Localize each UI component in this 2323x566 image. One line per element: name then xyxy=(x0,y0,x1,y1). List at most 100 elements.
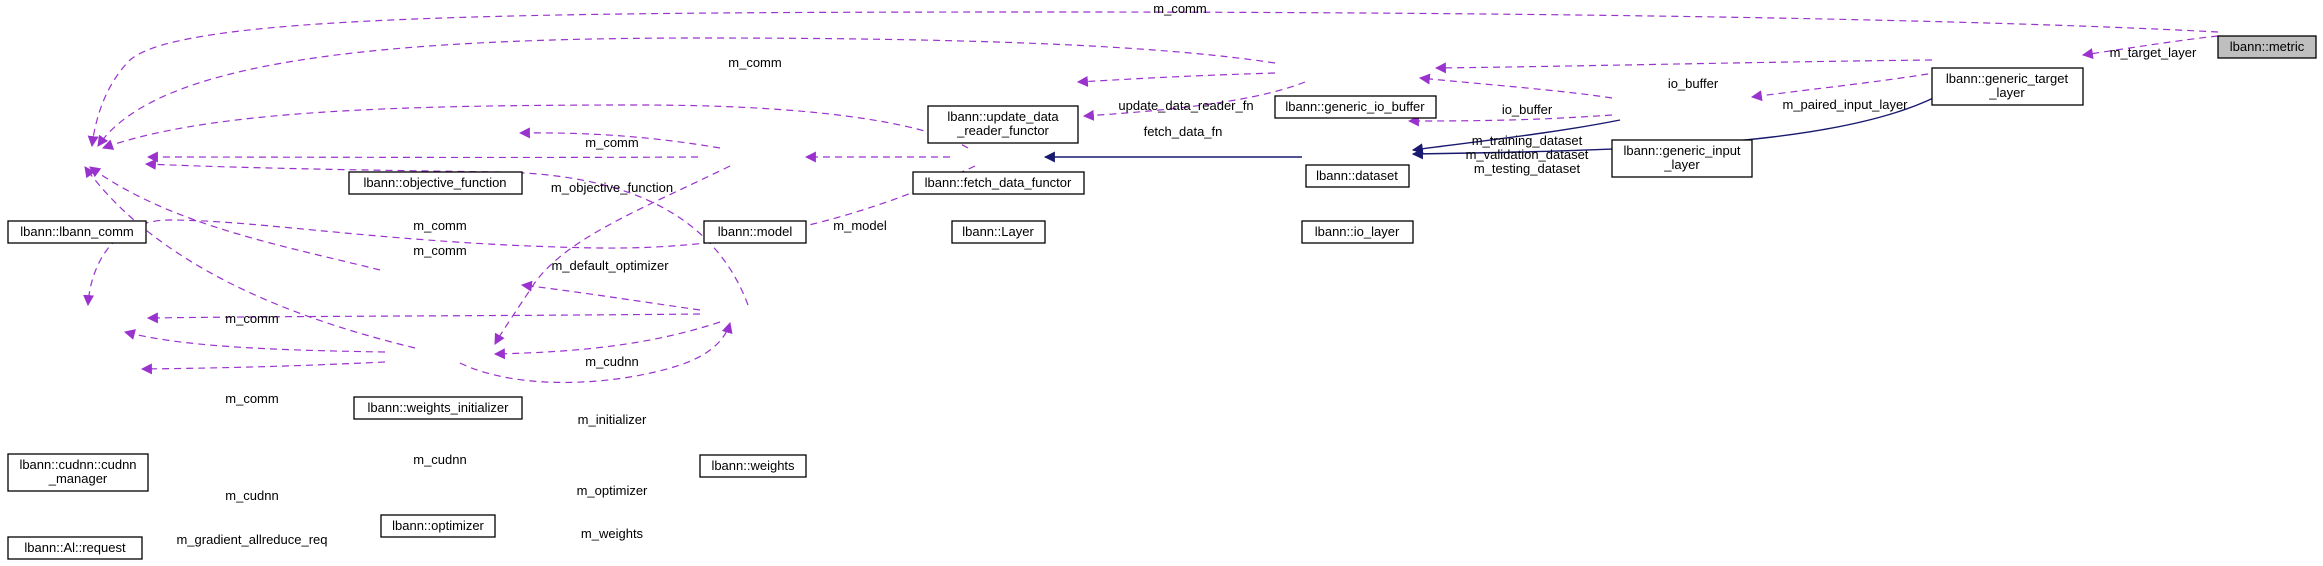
text-line: lbann::Al::request xyxy=(24,540,126,555)
node-al-request[interactable]: lbann::Al::request xyxy=(7,536,143,560)
text-line: lbann::metric xyxy=(2230,39,2305,54)
node-label: lbann::optimizer xyxy=(392,518,484,533)
text-line: lbann::weights xyxy=(711,458,795,473)
node-dataset[interactable]: lbann::dataset xyxy=(1305,164,1410,188)
text-line: lbann::dataset xyxy=(1316,168,1398,183)
node-lbann-comm[interactable]: lbann::lbann_comm xyxy=(7,220,147,244)
edge-default-optimizer xyxy=(494,165,731,345)
node-label: lbann::update_data_reader_functor xyxy=(947,109,1059,138)
text-line: m_optimizer xyxy=(577,483,648,498)
node-label: lbann::Layer xyxy=(962,224,1034,239)
edge-weights xyxy=(459,321,733,383)
node-generic-target-layer[interactable]: lbann::generic_target_layer xyxy=(1931,67,2084,106)
node-fetch-data-functor[interactable]: lbann::fetch_data_functor xyxy=(912,171,1085,195)
label-weights-comm: m_comm xyxy=(413,243,466,258)
node-update-data-reader-functor[interactable]: lbann::update_data_reader_functor xyxy=(927,105,1079,144)
node-io-layer[interactable]: lbann::io_layer xyxy=(1301,220,1414,244)
text-line: m_target_layer xyxy=(2110,45,2197,60)
text-line: m_training_dataset xyxy=(1472,133,1583,148)
node-label: lbann::dataset xyxy=(1316,168,1398,183)
node-label: lbann::objective_function xyxy=(363,175,506,190)
label-optimizer-cudnn: m_cudnn xyxy=(225,488,278,503)
edge-optimizer-comm xyxy=(84,166,416,349)
node-label: lbann::generic_input_layer xyxy=(1623,143,1740,172)
text-line: m_default_optimizer xyxy=(551,258,669,273)
edge-io-buffer-comm xyxy=(97,37,1276,147)
node-optimizer[interactable]: lbann::optimizer xyxy=(380,514,496,538)
node-metric[interactable]: lbann::metric xyxy=(2217,35,2317,59)
text-line: m_model xyxy=(833,218,887,233)
text-line: m_cudnn xyxy=(225,488,278,503)
label-default-optimizer: m_default_optimizer xyxy=(551,258,669,273)
text-line: lbann::lbann_comm xyxy=(20,224,133,239)
label-fetch-fn: fetch_data_fn xyxy=(1144,124,1223,139)
text-line: lbann::objective_function xyxy=(363,175,506,190)
node-label: lbann::weights xyxy=(711,458,795,473)
node-label: lbann::fetch_data_functor xyxy=(925,175,1072,190)
text-line: m_cudnn xyxy=(413,452,466,467)
label-model-comm: m_comm xyxy=(413,218,466,233)
node-objective-function[interactable]: lbann::objective_function xyxy=(348,171,523,195)
text-line: lbann::generic_io_buffer xyxy=(1285,99,1425,114)
node-label: lbann::Al::request xyxy=(24,540,126,555)
label-input-io-buffer: io_buffer xyxy=(1502,102,1553,117)
edge-inherit-input xyxy=(1411,119,1621,155)
node-label: lbann::generic_target_layer xyxy=(1946,71,2069,100)
edge-paired-input xyxy=(1750,71,1941,102)
edge-datasets xyxy=(1407,114,1613,127)
text-line: m_comm xyxy=(225,391,278,406)
label-allreduce: m_gradient_allreduce_req xyxy=(176,532,327,547)
edge-weights-cudnn xyxy=(146,312,701,324)
text-line: lbann::weights_initializer xyxy=(368,400,510,415)
text-line: lbann::cudnn::cudnn xyxy=(19,457,136,472)
text-line: update_data_reader_fn xyxy=(1118,98,1253,113)
label-target-io-buffer: io_buffer xyxy=(1668,76,1719,91)
node-layer[interactable]: lbann::Layer xyxy=(951,220,1046,244)
text-line: lbann::update_data xyxy=(947,109,1059,124)
node-weights-initializer[interactable]: lbann::weights_initializer xyxy=(353,396,523,420)
edges xyxy=(83,11,2219,383)
text-line: lbann::model xyxy=(718,224,793,239)
text-line: m_initializer xyxy=(578,412,647,427)
edge-optimizer xyxy=(493,321,721,360)
label-update-fn: update_data_reader_fn xyxy=(1118,98,1253,113)
text-line: m_comm xyxy=(585,135,638,150)
text-line: m_validation_dataset xyxy=(1466,147,1589,162)
text-line: m_testing_dataset xyxy=(1474,161,1581,176)
text-line: _reader_functor xyxy=(956,123,1049,138)
node-model[interactable]: lbann::model xyxy=(703,220,807,244)
node-cudnn-manager[interactable]: lbann::cudnn::cudnn_manager xyxy=(7,453,149,492)
text-line: m_gradient_allreduce_req xyxy=(176,532,327,547)
label-io-buffer-comm: m_comm xyxy=(728,55,781,70)
label-paired-input: m_paired_input_layer xyxy=(1782,97,1908,112)
label-objective: m_objective_function xyxy=(551,180,673,195)
edge-allreduce xyxy=(140,361,386,375)
label-target-layer: m_target_layer xyxy=(2110,45,2197,60)
text-line: m_objective_function xyxy=(551,180,673,195)
text-line: _manager xyxy=(48,471,108,486)
text-line: m_comm xyxy=(413,243,466,258)
node-label: lbann::io_layer xyxy=(1315,224,1400,239)
edge-target-io-buffer xyxy=(1434,59,1933,74)
text-line: fetch_data_fn xyxy=(1144,124,1223,139)
edge-layer-cudnn xyxy=(83,165,976,307)
label-metric-comm: m_comm xyxy=(1153,1,1206,16)
label-layer-cudnn: m_cudnn xyxy=(585,354,638,369)
text-line: _layer xyxy=(1988,85,2025,100)
label-layer-comm: m_comm xyxy=(585,135,638,150)
text-line: lbann::generic_input xyxy=(1623,143,1740,158)
node-label: lbann::model xyxy=(718,224,793,239)
node-label: lbann::lbann_comm xyxy=(20,224,133,239)
label-layer-model: m_model xyxy=(833,218,887,233)
text-line: io_buffer xyxy=(1668,76,1719,91)
label-initializer: m_initializer xyxy=(578,412,647,427)
text-line: _layer xyxy=(1663,157,1700,172)
node-weights[interactable]: lbann::weights xyxy=(699,454,807,478)
node-generic-input-layer[interactable]: lbann::generic_input_layer xyxy=(1611,139,1753,178)
text-line: m_comm xyxy=(728,55,781,70)
node-generic-io-buffer[interactable]: lbann::generic_io_buffer xyxy=(1274,95,1437,119)
text-line: m_comm xyxy=(225,311,278,326)
label-weights: m_weights xyxy=(581,526,644,541)
text-line: lbann::Layer xyxy=(962,224,1034,239)
